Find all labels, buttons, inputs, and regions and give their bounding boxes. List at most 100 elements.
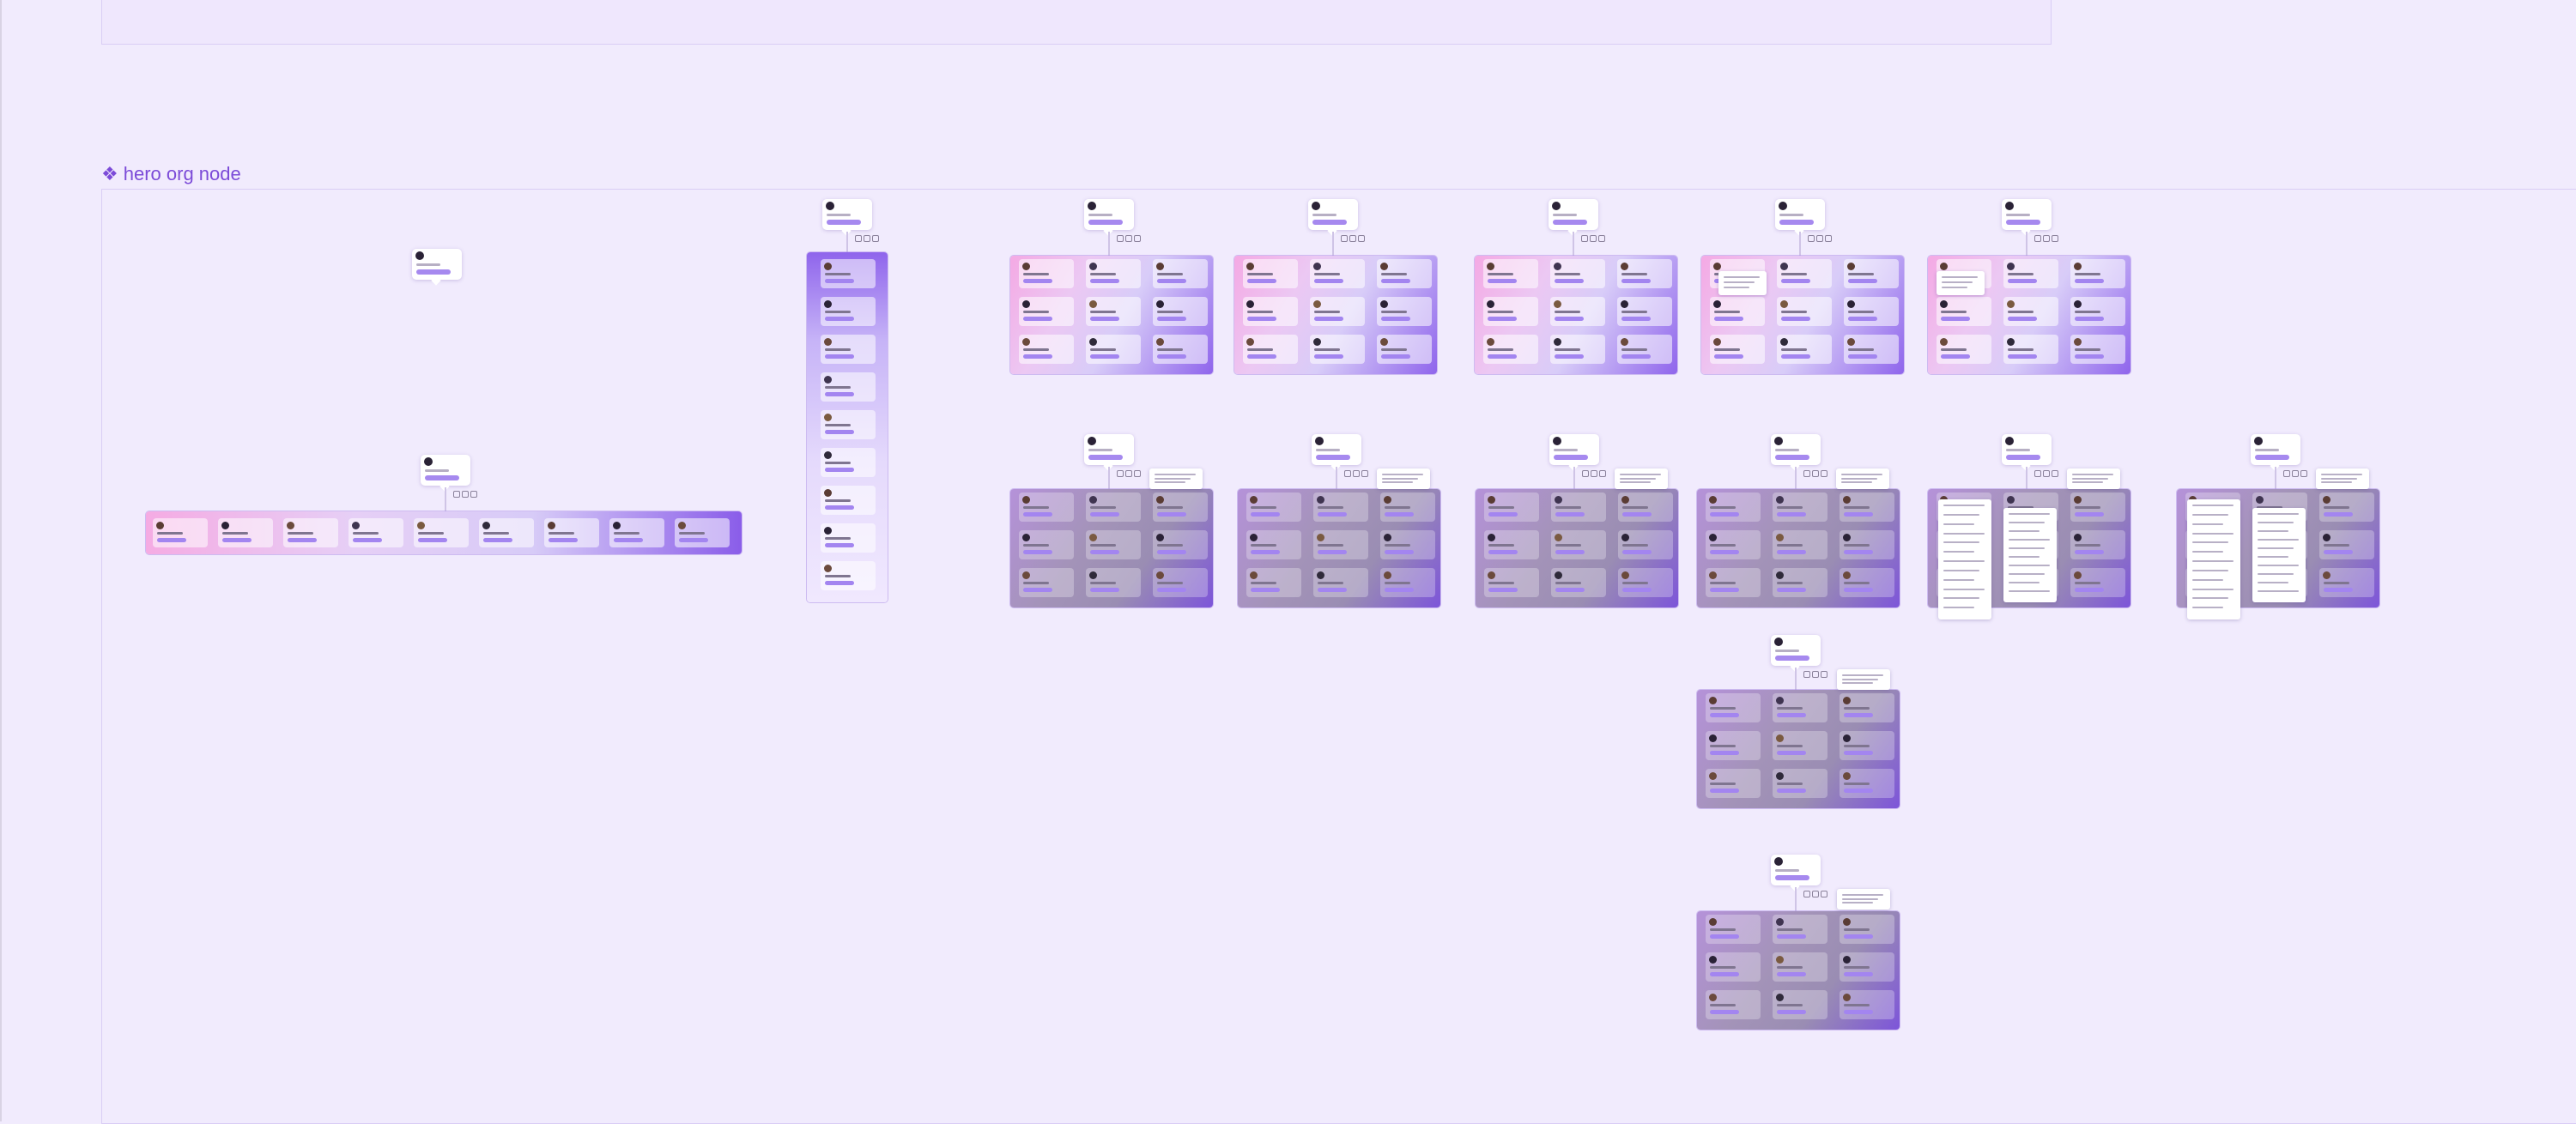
dropdown-popup[interactable]: [2252, 508, 2306, 602]
menu-item[interactable]: [2192, 541, 2228, 544]
team-container[interactable]: [1010, 489, 1213, 607]
member-card[interactable]: [1617, 259, 1672, 288]
menu-item[interactable]: [2192, 578, 2223, 581]
menu-item[interactable]: [1842, 897, 1878, 900]
member-card[interactable]: [1773, 493, 1827, 522]
control-icon[interactable]: [1349, 235, 1356, 242]
menu-item[interactable]: [1943, 588, 1985, 590]
control-icon[interactable]: [2283, 470, 2290, 477]
member-card[interactable]: [1706, 915, 1761, 944]
node-controls[interactable]: [1582, 470, 1606, 479]
member-card[interactable]: [1706, 731, 1761, 760]
dropdown-popup[interactable]: [2316, 468, 2369, 489]
member-card[interactable]: [1086, 493, 1141, 522]
root-node-card[interactable]: [1308, 199, 1358, 230]
menu-item[interactable]: [1382, 474, 1423, 475]
member-card[interactable]: [821, 448, 876, 477]
menu-item[interactable]: [1620, 477, 1656, 480]
member-card[interactable]: [2319, 493, 2374, 522]
team-container[interactable]: [1238, 489, 1440, 607]
member-card[interactable]: [1246, 530, 1301, 559]
team-container[interactable]: [807, 252, 888, 602]
member-card[interactable]: [1840, 769, 1894, 798]
menu-item[interactable]: [1943, 551, 1974, 553]
menu-item[interactable]: [2009, 522, 2045, 523]
member-card[interactable]: [2070, 530, 2125, 559]
member-card[interactable]: [1310, 335, 1365, 364]
control-icon[interactable]: [1125, 470, 1132, 477]
member-card[interactable]: [1773, 731, 1827, 760]
member-card[interactable]: [1840, 731, 1894, 760]
member-card[interactable]: [1840, 568, 1894, 597]
menu-item[interactable]: [1943, 560, 1985, 562]
menu-item[interactable]: [1943, 541, 1979, 544]
menu-item[interactable]: [1841, 477, 1877, 480]
root-node-card[interactable]: [822, 199, 872, 230]
member-card[interactable]: [1551, 530, 1606, 559]
dropdown-popup[interactable]: [1149, 468, 1203, 489]
menu-item[interactable]: [1724, 287, 1749, 288]
team-container[interactable]: [1697, 911, 1900, 1030]
node-controls[interactable]: [1803, 671, 1827, 680]
menu-item[interactable]: [2258, 565, 2299, 566]
menu-item[interactable]: [1620, 474, 1661, 475]
member-card[interactable]: [2070, 568, 2125, 597]
menu-item[interactable]: [1842, 894, 1883, 896]
member-card[interactable]: [479, 518, 534, 547]
menu-item[interactable]: [1841, 481, 1872, 484]
menu-item[interactable]: [2258, 522, 2294, 523]
control-icon[interactable]: [1591, 470, 1597, 477]
control-icon[interactable]: [1821, 470, 1827, 477]
member-card[interactable]: [1550, 259, 1605, 288]
menu-item[interactable]: [1620, 481, 1651, 484]
member-card[interactable]: [1844, 259, 1899, 288]
frame-top[interactable]: [101, 0, 2052, 45]
member-card[interactable]: [821, 561, 876, 590]
member-card[interactable]: [821, 372, 876, 402]
member-card[interactable]: [821, 523, 876, 553]
member-card[interactable]: [1086, 568, 1141, 597]
member-card[interactable]: [1777, 297, 1832, 326]
member-card[interactable]: [1706, 568, 1761, 597]
member-card[interactable]: [1844, 297, 1899, 326]
team-container[interactable]: [1475, 256, 1677, 374]
control-icon[interactable]: [1816, 235, 1823, 242]
control-icon[interactable]: [1344, 470, 1351, 477]
member-card[interactable]: [1153, 530, 1208, 559]
menu-item[interactable]: [2258, 547, 2294, 549]
root-node-card[interactable]: [2002, 434, 2052, 465]
menu-item[interactable]: [2258, 573, 2294, 575]
menu-item[interactable]: [2258, 530, 2288, 532]
root-node-card[interactable]: [1771, 635, 1821, 666]
menu-item[interactable]: [2258, 539, 2299, 541]
control-icon[interactable]: [2043, 235, 2050, 242]
member-card[interactable]: [675, 518, 730, 547]
member-card[interactable]: [1243, 259, 1298, 288]
member-card[interactable]: [1706, 769, 1761, 798]
control-icon[interactable]: [855, 235, 862, 242]
member-card[interactable]: [1773, 693, 1827, 722]
menu-item[interactable]: [2192, 597, 2228, 600]
member-card[interactable]: [1483, 259, 1538, 288]
section-header[interactable]: ❖ hero org node: [101, 163, 241, 185]
menu-item[interactable]: [1724, 281, 1755, 283]
member-card[interactable]: [1380, 568, 1435, 597]
control-icon[interactable]: [2052, 470, 2058, 477]
menu-item[interactable]: [2258, 556, 2288, 558]
member-card[interactable]: [1153, 493, 1208, 522]
member-card[interactable]: [1086, 335, 1141, 364]
root-node-card[interactable]: [1549, 434, 1599, 465]
control-icon[interactable]: [1590, 235, 1597, 242]
member-card[interactable]: [1313, 493, 1368, 522]
menu-item[interactable]: [1724, 276, 1760, 278]
member-card[interactable]: [1483, 335, 1538, 364]
team-container[interactable]: [1234, 256, 1437, 374]
menu-item[interactable]: [1943, 569, 1979, 571]
menu-item[interactable]: [2009, 513, 2050, 515]
member-card[interactable]: [1706, 530, 1761, 559]
menu-item[interactable]: [2192, 505, 2234, 506]
dropdown-popup[interactable]: [1837, 889, 1890, 909]
control-icon[interactable]: [2052, 235, 2058, 242]
menu-item[interactable]: [1942, 287, 1967, 288]
control-icon[interactable]: [2043, 470, 2050, 477]
